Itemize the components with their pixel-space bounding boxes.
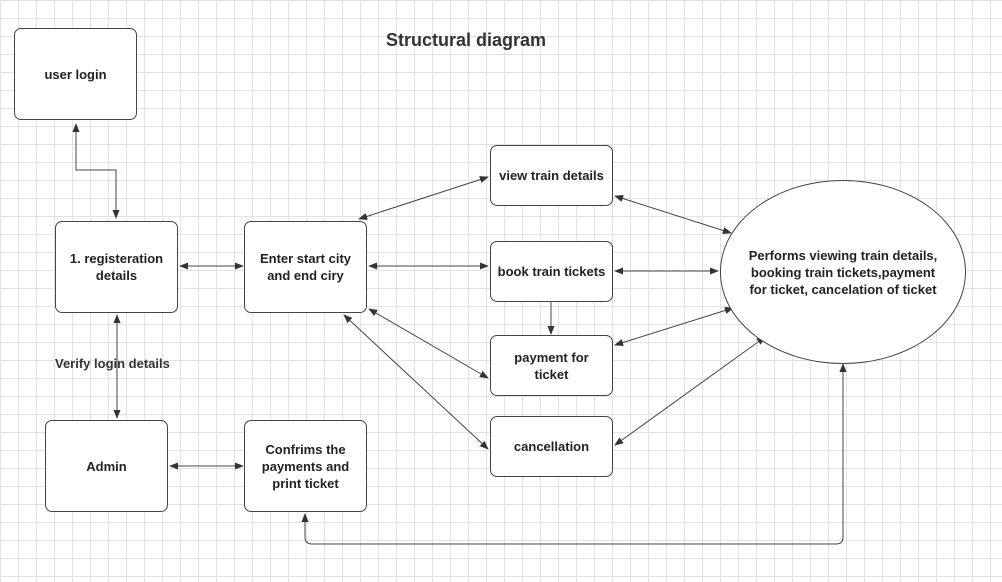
edge-cancellation-performs xyxy=(614,336,766,446)
registration-details-box: 1. registeration details xyxy=(55,221,178,313)
edge-login-registration xyxy=(72,123,120,219)
cancellation-box: cancellation xyxy=(490,416,613,477)
enter-city-label: Enter start city and end ciry xyxy=(259,251,352,283)
performs-ellipse: Performs viewing train details, booking … xyxy=(720,180,966,364)
performs-label: Performs viewing train details, booking … xyxy=(748,247,938,297)
verify-login-label: Verify login details xyxy=(55,356,170,371)
payment-for-ticket-box: payment for ticket xyxy=(490,335,613,396)
view-train-details-box: view train details xyxy=(490,145,613,206)
user-login-label: user login xyxy=(44,66,107,82)
edge-viewtrain-performs xyxy=(614,195,732,234)
enter-city-box: Enter start city and end ciry xyxy=(244,221,367,313)
admin-box: Admin xyxy=(45,420,168,512)
diagram-title: Structural diagram xyxy=(386,30,547,50)
book-train-tickets-label: book train tickets xyxy=(497,264,606,279)
payment-for-ticket-label: payment for ticket xyxy=(514,349,589,382)
edge-payment-performs xyxy=(614,306,734,347)
edge-entercity-payment xyxy=(368,308,489,379)
view-train-details-label: view train details xyxy=(499,168,604,183)
edge-entercity-viewtrain xyxy=(358,176,489,220)
user-login-box: user login xyxy=(14,28,137,120)
confirms-payments-label: Confrims the payments and print ticket xyxy=(261,441,350,491)
registration-details-label: 1. registeration details xyxy=(69,251,164,283)
book-train-tickets-box: book train tickets xyxy=(490,241,613,302)
cancellation-label: cancellation xyxy=(513,439,590,454)
admin-label: Admin xyxy=(86,458,127,474)
confirms-payments-box: Confrims the payments and print ticket xyxy=(244,420,367,512)
edge-confirms-performs xyxy=(301,363,847,545)
